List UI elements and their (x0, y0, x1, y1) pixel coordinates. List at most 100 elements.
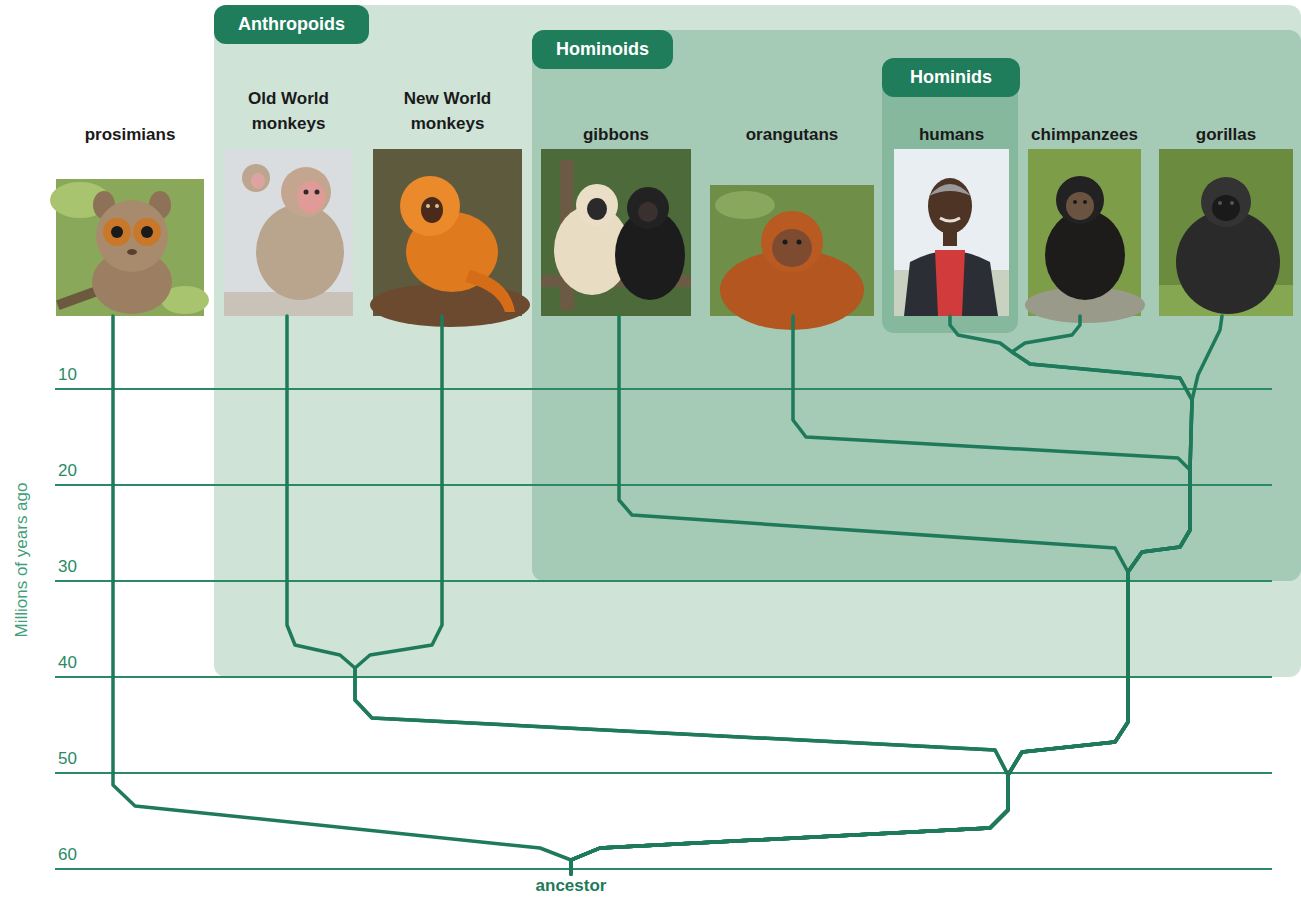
macaque-photo-part (242, 164, 270, 192)
orangutan-photo-part (797, 240, 802, 245)
axis-number: 40 (58, 652, 77, 674)
gorilla-photo-part (1159, 285, 1293, 316)
tarsier-photo-part (103, 218, 131, 246)
human-photo-part (904, 251, 998, 316)
species-name: prosimians (85, 125, 176, 144)
species-label-box: New World monkeys (388, 86, 508, 136)
tarsier-photo-part (111, 226, 123, 238)
clade-tab: Hominids (882, 58, 1020, 97)
gorilla-photo-part (1218, 201, 1222, 205)
human-photo-part (943, 228, 957, 246)
clade-name: Anthropoids (238, 14, 345, 34)
lineage-branch (113, 316, 571, 874)
species-label-box: orangutans (710, 122, 874, 147)
gorilla-photo-part (1212, 195, 1240, 221)
species-name: humans (919, 125, 984, 144)
human-photo-part (935, 250, 965, 316)
clade-name: Hominids (910, 67, 992, 87)
time-gridline-part (55, 580, 1272, 582)
tarsier-photo-part (93, 191, 115, 219)
tarsier-photo-part (56, 179, 204, 316)
tamarin-photo-part (435, 204, 439, 208)
ancestor-label: ancestor (536, 876, 607, 895)
tamarin-photo-part (465, 270, 515, 312)
tamarin-photo-part (370, 283, 530, 327)
species-node: New World monkeys (373, 86, 522, 316)
tamarin-photo-part (400, 176, 460, 236)
tarsier-photo (50, 179, 209, 316)
species-name: Old World monkeys (248, 89, 329, 133)
tarsier-photo-part (56, 280, 116, 310)
species-name: orangutans (746, 125, 839, 144)
axis-title: Millions of years ago (11, 483, 33, 638)
species-node: prosimians (56, 122, 204, 316)
species-node: gorillas (1159, 122, 1293, 316)
macaque-photo-part (281, 167, 331, 217)
tarsier-photo-part (127, 249, 137, 255)
clade-band: Hominoids gibbons orangutans Hominids humans… (532, 30, 1301, 581)
orangutan-photo-part (772, 229, 812, 267)
tarsier-photo-part (96, 200, 168, 272)
chimpanzee-photo-part (1056, 176, 1104, 224)
gibbon-photo-part (560, 160, 574, 310)
macaque-photo-part (304, 190, 309, 195)
human-photo-part (928, 178, 972, 234)
clade-tab: Anthropoids (214, 5, 369, 44)
tamarin-photo (370, 149, 530, 327)
tarsier-photo-part (149, 191, 171, 219)
macaque-photo-part (224, 292, 353, 316)
time-gridline-part (55, 868, 1272, 870)
gorilla-photo-part (1230, 201, 1234, 205)
lineage-branch (571, 316, 1192, 874)
time-gridline-part (55, 676, 1272, 678)
species-node: gibbons (541, 122, 691, 316)
gibbon-photo-part (587, 198, 607, 220)
time-gridline-part (55, 772, 1272, 774)
human-photo-part (894, 149, 1009, 316)
macaque-photo-part (251, 173, 265, 189)
chimpanzee-photo-part (1066, 192, 1094, 220)
species-node: chimpanzees (1028, 122, 1141, 316)
orangutan-photo-part (715, 191, 775, 219)
axis-number: 10 (58, 364, 77, 386)
clade-band: Hominids humans (882, 58, 1018, 333)
species-node: Old World monkeys (224, 86, 353, 316)
time-gridline-part (55, 388, 1272, 390)
chimpanzee-photo-part (1083, 200, 1087, 204)
gibbon-photo-part (627, 187, 669, 229)
gibbon-photo-part (638, 202, 658, 222)
tarsier-photo-part (133, 218, 161, 246)
axis-number: 50 (58, 748, 77, 770)
lineage-branch (355, 316, 1008, 874)
lineage-branch (571, 316, 1192, 874)
tamarin-photo-part (406, 212, 498, 292)
macaque-photo-part (315, 190, 320, 195)
orangutan-photo (710, 185, 874, 330)
gibbon-photo-part (554, 205, 630, 295)
chimpanzee-photo-part (1073, 200, 1077, 204)
species-label-box: prosimians (55, 122, 205, 147)
tarsier-photo-part (92, 250, 172, 314)
axis-number: 30 (58, 556, 77, 578)
time-gridline (55, 389, 1272, 869)
ancestor-node: ancestor (521, 874, 621, 898)
axis-number: 60 (58, 844, 77, 866)
gibbon-photo-part (541, 149, 691, 316)
species-name: New World monkeys (404, 89, 492, 133)
species-node: humans (894, 122, 1009, 316)
macaque-photo-part (256, 204, 344, 300)
gibbon-photo-part (576, 184, 618, 226)
chimpanzee-photo-part (1025, 287, 1145, 323)
clade-band: AnthropoidsOld World monkeys New World mo… (214, 5, 1301, 677)
human-photo-part (929, 184, 971, 196)
clade-tab: Hominoids (532, 30, 673, 69)
chimpanzee-photo (1025, 149, 1145, 323)
time-gridline-part (55, 484, 1272, 486)
chimpanzee-photo-part (1028, 149, 1141, 316)
orangutan-photo-part (710, 185, 874, 316)
lineage-branch (287, 316, 1008, 874)
species-label-box: Old World monkeys (229, 86, 349, 136)
species-name: gibbons (583, 125, 649, 144)
